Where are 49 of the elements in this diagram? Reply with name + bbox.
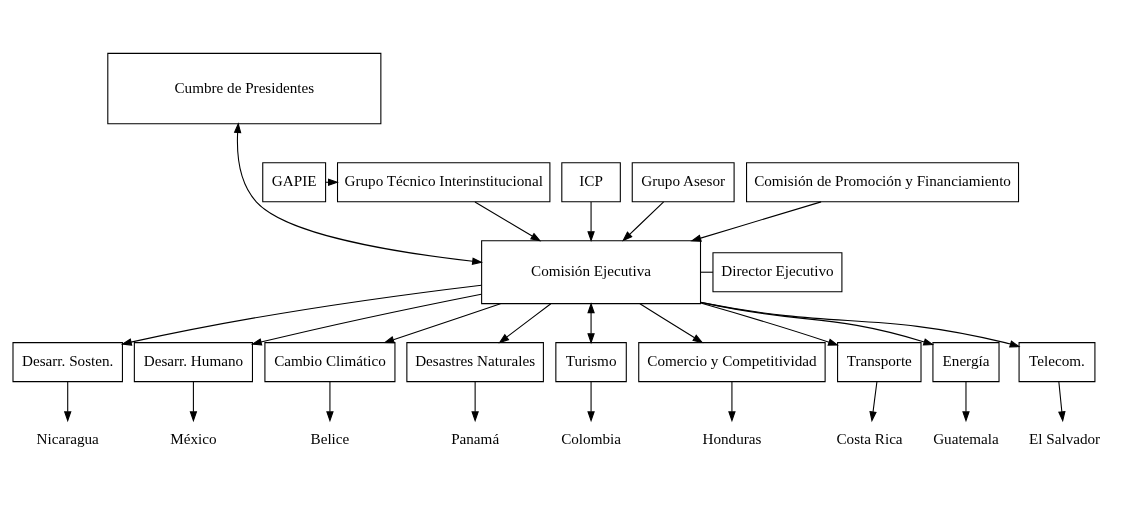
arrow — [474, 201, 542, 242]
node-box: Energía — [932, 342, 1000, 383]
node-box: Desastres Naturales — [406, 342, 544, 383]
node-text: Nicaragua — [36, 430, 99, 448]
arrow — [587, 201, 595, 243]
node-box: Telecom. — [1018, 342, 1096, 383]
arrow — [962, 381, 970, 423]
node-box: Cumbre de Presidentes — [107, 52, 382, 125]
node-text: México — [170, 430, 217, 448]
node-box: Turismo — [555, 342, 627, 383]
connector — [700, 271, 714, 273]
arrow — [869, 381, 878, 423]
arrow — [120, 284, 482, 346]
node-box: Cambio Climático — [264, 342, 396, 383]
node-text: Colombia — [561, 430, 621, 448]
arrow — [326, 381, 334, 423]
arrow — [587, 302, 595, 345]
node-text: El Salvador — [1029, 430, 1101, 448]
node-box: Director Ejecutivo — [712, 252, 843, 293]
arrow — [1058, 381, 1066, 423]
node-box: Transporte — [837, 342, 922, 383]
arrow — [498, 303, 552, 344]
arrow — [233, 122, 483, 265]
node-text: Belice — [310, 430, 350, 448]
arrow — [63, 381, 72, 423]
arrow — [700, 301, 935, 346]
node-box: ICP — [561, 162, 621, 203]
node-text: Honduras — [702, 430, 762, 448]
node-box: Comisión de Promoción y Financiamiento — [746, 162, 1020, 203]
node-text: Guatemala — [933, 430, 999, 448]
node-text: Panamá — [451, 430, 500, 448]
node-text: Costa Rica — [836, 430, 903, 448]
arrow — [639, 303, 704, 344]
arrow — [189, 381, 198, 423]
node-box: Desarr. Sosten. — [12, 342, 123, 383]
arrow — [700, 301, 1021, 348]
arrow — [587, 381, 595, 423]
arrow — [383, 303, 501, 344]
arrow — [700, 302, 839, 346]
arrow — [471, 381, 479, 423]
node-box: Grupo Técnico Interinstitucional — [336, 162, 551, 203]
node-box: Desarr. Humano — [133, 342, 253, 383]
arrow — [622, 201, 665, 242]
arrow — [250, 293, 482, 346]
arrow — [728, 381, 736, 423]
node-box: Comercio y Competitividad — [638, 342, 826, 383]
node-box: Grupo Asesor — [631, 162, 735, 203]
arrow — [690, 201, 822, 242]
node-box: Comisión Ejecutiva — [481, 240, 702, 305]
